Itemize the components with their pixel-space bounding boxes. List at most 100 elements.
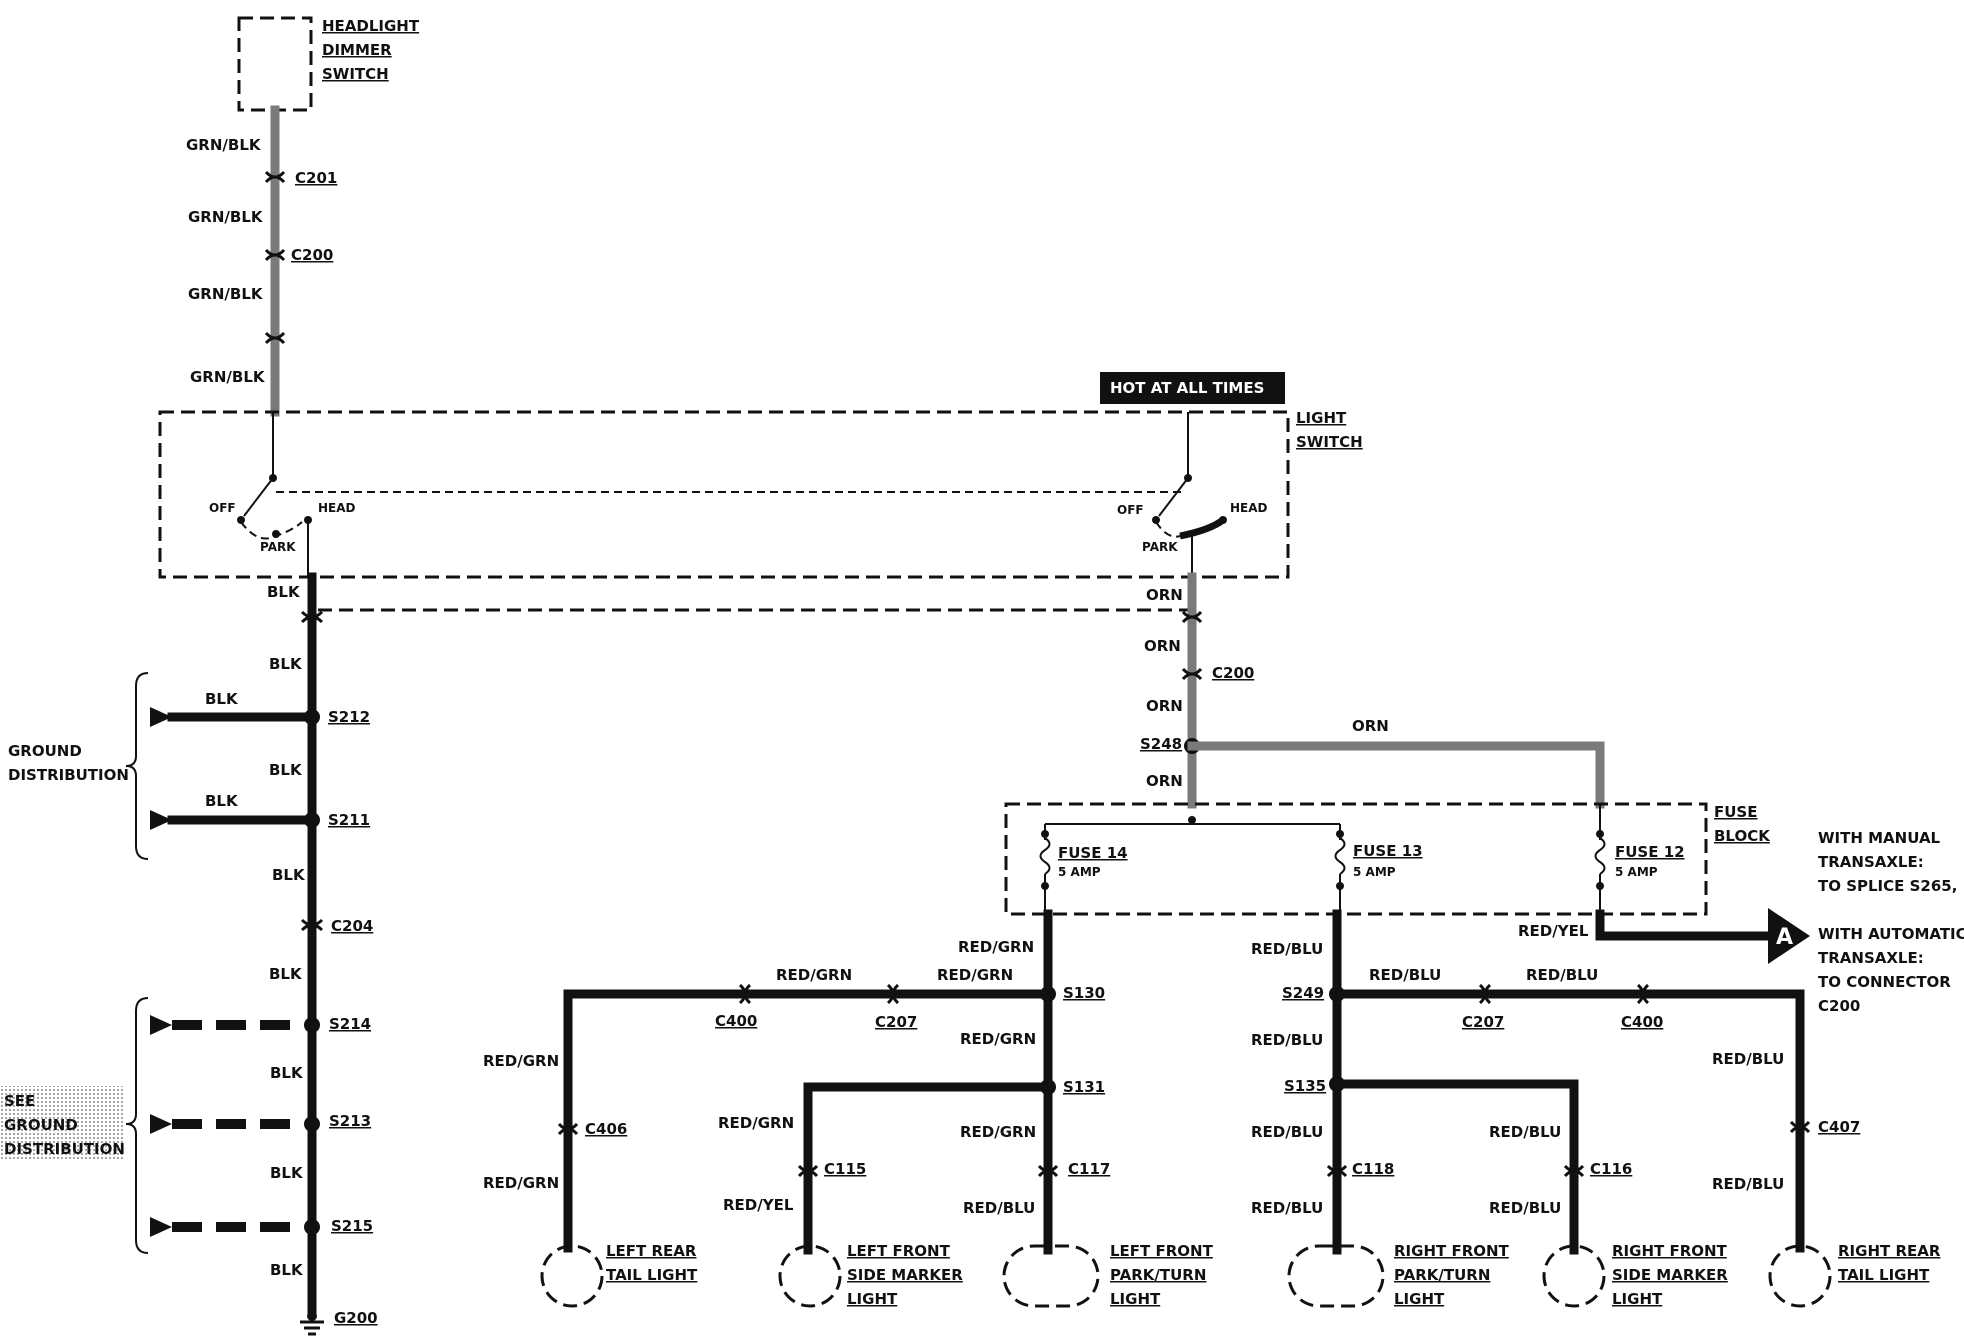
dimmer-switch-label-3: SWITCH bbox=[322, 65, 389, 83]
wire-label-red-yel-lfsm: RED/YEL bbox=[723, 1196, 794, 1214]
splice-s214-label: S214 bbox=[329, 1015, 371, 1033]
fuse-block-label-1: FUSE bbox=[1714, 803, 1757, 821]
transaxle-notes: WITH MANUAL TRANSAXLE: TO SPLICE S265, W… bbox=[1818, 829, 1964, 1015]
wire-label-red-grn-v2: RED/GRN bbox=[960, 1123, 1036, 1141]
lamp-left-rear-tail-label-1: LEFT REAR bbox=[606, 1242, 697, 1260]
wire-label-blk-2: BLK bbox=[269, 655, 303, 673]
connector-c400-right-label: C400 bbox=[1621, 1013, 1663, 1031]
orn-feed-wire: ORN ORN C200 ORN S248 ORN ORN bbox=[1140, 572, 1605, 809]
note-automatic-1: WITH AUTOMATIC bbox=[1818, 925, 1964, 943]
wire-label-red-blu-f13: RED/BLU bbox=[1251, 940, 1323, 958]
lamp-right-rear-tail-label-2: TAIL LIGHT bbox=[1838, 1266, 1930, 1284]
wire-label-blk-6: BLK bbox=[270, 1064, 304, 1082]
lamp-right-front-side-marker-label-1: RIGHT FRONT bbox=[1612, 1242, 1728, 1260]
lamp-left-front-side-marker-label-2: SIDE MARKER bbox=[847, 1266, 963, 1284]
grn-blk-wire: GRN/BLK C201 GRN/BLK C200 GRN/BLK GRN/BL… bbox=[186, 105, 337, 417]
dimmer-switch-label-2: DIMMER bbox=[322, 41, 392, 59]
lamp-left-front-side-marker-label-1: LEFT FRONT bbox=[847, 1242, 951, 1260]
lamp-right-front-side-marker-label-2: SIDE MARKER bbox=[1612, 1266, 1728, 1284]
lamp-left-front-side-marker-label-3: LIGHT bbox=[847, 1290, 898, 1308]
switch-right-park: PARK bbox=[1142, 540, 1178, 554]
headlight-dimmer-switch: HEADLIGHT DIMMER SWITCH bbox=[237, 16, 420, 112]
lamp-right-front-park-turn-label-2: PARK/TURN bbox=[1394, 1266, 1490, 1284]
blk-ground-trunk: BLK BLK BLK S212 BLK BLK S211 BLK C204 B… bbox=[150, 572, 1192, 1336]
connector-c406-label: C406 bbox=[585, 1120, 627, 1138]
lamp-right-front-side-marker-label-3: LIGHT bbox=[1612, 1290, 1663, 1308]
connector-c407-label: C407 bbox=[1818, 1118, 1860, 1136]
wire-label-red-grn-v1: RED/GRN bbox=[960, 1030, 1036, 1048]
note-manual-2: TRANSAXLE: bbox=[1818, 853, 1924, 871]
splice-s135-label: S135 bbox=[1284, 1077, 1326, 1095]
splice-s248-label: S248 bbox=[1140, 735, 1182, 753]
switch-right-off: OFF bbox=[1117, 503, 1144, 517]
splice-s249-label: S249 bbox=[1282, 984, 1324, 1002]
lamp-left-front-park-turn-label-1: LEFT FRONT bbox=[1110, 1242, 1214, 1260]
wire-label-blk-s211: BLK bbox=[205, 792, 239, 810]
wire-label-red-grn-f14: RED/GRN bbox=[958, 938, 1034, 956]
fuse-13-rating: 5 AMP bbox=[1353, 865, 1396, 879]
fuse-14-rating: 5 AMP bbox=[1058, 865, 1101, 879]
splice-s212-label: S212 bbox=[328, 708, 370, 726]
connector-c117-label: C117 bbox=[1068, 1160, 1110, 1178]
wire-label-blk-1: BLK bbox=[267, 583, 301, 601]
wire-label-red-blu-h2: RED/BLU bbox=[1526, 966, 1598, 984]
lamp-right-front-park-turn-label-1: RIGHT FRONT bbox=[1394, 1242, 1510, 1260]
wire-label-grn-blk-4: GRN/BLK bbox=[190, 368, 266, 386]
connector-c201-label: C201 bbox=[295, 169, 337, 187]
wire-label-red-grn-lfsm: RED/GRN bbox=[718, 1114, 794, 1132]
wire-label-red-yel-output: RED/YEL bbox=[1518, 922, 1589, 940]
lamp-right-front-side-marker: RIGHT FRONT SIDE MARKER LIGHT bbox=[1542, 1242, 1728, 1308]
light-switch-label-2: SWITCH bbox=[1296, 433, 1363, 451]
wire-label-blk-8: BLK bbox=[270, 1261, 304, 1279]
ground-g200: G200 bbox=[300, 1309, 378, 1336]
lamp-right-front-park-turn-label-3: LIGHT bbox=[1394, 1290, 1445, 1308]
ground-distribution-group: GROUND DISTRIBUTION bbox=[8, 672, 149, 860]
wire-label-red-grn-lr2: RED/GRN bbox=[483, 1174, 559, 1192]
wire-label-red-blu-rr1: RED/BLU bbox=[1712, 1050, 1784, 1068]
wire-label-orn-branch: ORN bbox=[1352, 717, 1389, 735]
wire-label-grn-blk-3: GRN/BLK bbox=[188, 285, 264, 303]
fuse-13-name: FUSE 13 bbox=[1353, 842, 1423, 860]
splice-s213-label: S213 bbox=[329, 1112, 371, 1130]
switch-left-park: PARK bbox=[260, 540, 296, 554]
fuse-block-label-2: BLOCK bbox=[1714, 827, 1771, 845]
dimmer-switch-label-1: HEADLIGHT bbox=[322, 17, 420, 35]
connector-c200-label: C200 bbox=[291, 246, 333, 264]
lamp-right-front-park-turn: RIGHT FRONT PARK/TURN LIGHT bbox=[1287, 1242, 1510, 1308]
wire-label-red-blu-rfsm1: RED/BLU bbox=[1489, 1123, 1561, 1141]
see-ground-distribution-label-1: SEE bbox=[4, 1092, 35, 1110]
connector-c204-label: C204 bbox=[331, 917, 373, 935]
lamp-right-rear-tail: RIGHT REAR TAIL LIGHT bbox=[1768, 1242, 1941, 1308]
connector-c116-label: C116 bbox=[1590, 1160, 1632, 1178]
wire-label-orn-3: ORN bbox=[1146, 697, 1183, 715]
connector-c400-left-label: C400 bbox=[715, 1012, 757, 1030]
note-automatic-2: TRANSAXLE: bbox=[1818, 949, 1924, 967]
lamp-left-front-side-marker: LEFT FRONT SIDE MARKER LIGHT bbox=[778, 1242, 963, 1308]
see-ground-distribution-label-3: DISTRIBUTION bbox=[4, 1140, 125, 1158]
wire-label-blk-4: BLK bbox=[272, 866, 306, 884]
switch-right-head: HEAD bbox=[1230, 501, 1268, 515]
fuse-13: FUSE 13 5 AMP bbox=[1334, 830, 1423, 914]
light-switch-label-1: LIGHT bbox=[1296, 409, 1347, 427]
hot-at-all-times-badge: HOT AT ALL TIMES bbox=[1100, 372, 1285, 404]
see-ground-distribution-label-2: GROUND bbox=[4, 1116, 78, 1134]
lamp-right-rear-tail-label-1: RIGHT REAR bbox=[1838, 1242, 1941, 1260]
connector-c115-label: C115 bbox=[824, 1160, 866, 1178]
connector-c207-right-label: C207 bbox=[1462, 1013, 1504, 1031]
switch-left-head: HEAD bbox=[318, 501, 356, 515]
wire-label-grn-blk-1: GRN/BLK bbox=[186, 136, 262, 154]
wire-label-grn-blk-2: GRN/BLK bbox=[188, 208, 264, 226]
fuse-12-rating: 5 AMP bbox=[1615, 865, 1658, 879]
wire-label-blk-5: BLK bbox=[269, 965, 303, 983]
ref-marker-a bbox=[1768, 908, 1810, 964]
wire-label-blk-3: BLK bbox=[269, 761, 303, 779]
svg-text:HOT AT ALL TIMES: HOT AT ALL TIMES bbox=[1110, 379, 1264, 397]
wire-label-orn-2: ORN bbox=[1144, 637, 1181, 655]
connector-c207-left-label: C207 bbox=[875, 1013, 917, 1031]
note-manual-1: WITH MANUAL bbox=[1818, 829, 1941, 847]
red-grn-circuit: RED/GRN S130 RED/GRN RED/GRN C400 C207 R… bbox=[483, 909, 1110, 1255]
fuse-14: FUSE 14 5 AMP bbox=[1039, 830, 1128, 914]
lamp-left-front-park-turn-label-2: PARK/TURN bbox=[1110, 1266, 1206, 1284]
lamp-left-front-park-turn-label-3: LIGHT bbox=[1110, 1290, 1161, 1308]
